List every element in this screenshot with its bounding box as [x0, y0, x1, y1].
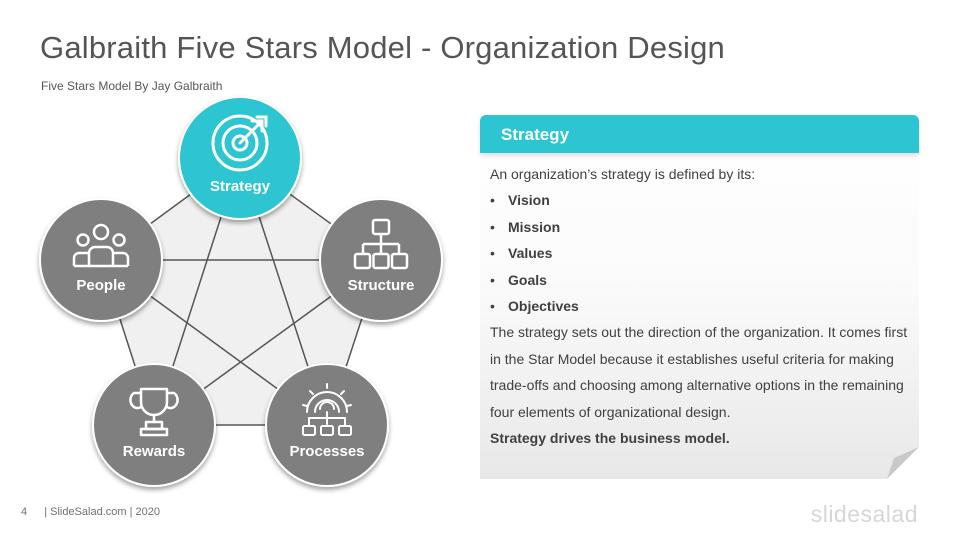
node-label-structure: Structure [348, 277, 415, 294]
footer: 4 | SlideSalad.com | 2020 [21, 506, 160, 518]
panel-body: An organization’s strategy is defined by… [490, 161, 915, 451]
bullet-item: Vision [490, 187, 915, 214]
five-star-diagram: Strategy Structure [39, 96, 443, 487]
slide-title: Galbraith Five Stars Model - Organizatio… [40, 30, 726, 65]
node-structure[interactable]: Structure [319, 198, 443, 322]
panel-conclusion: Strategy drives the business model. [490, 430, 730, 447]
target-icon [211, 114, 269, 172]
node-label-strategy: Strategy [210, 178, 271, 195]
panel-intro: An organization’s strategy is defined by… [490, 166, 756, 182]
gear-network-icon [302, 383, 352, 436]
people-group-icon [72, 223, 130, 268]
page-curl-decoration [887, 447, 919, 479]
node-label-rewards: Rewards [123, 443, 186, 460]
footer-credit: | SlideSalad.com | 2020 [44, 506, 160, 518]
slide-subtitle: Five Stars Model By Jay Galbraith [41, 79, 223, 93]
bullet-item: Objectives [490, 293, 915, 320]
node-rewards[interactable]: Rewards [92, 363, 216, 487]
pentagon-fill [101, 158, 381, 425]
panel-description: The strategy sets out the direction of t… [490, 324, 908, 420]
bullet-item: Mission [490, 214, 915, 241]
node-people[interactable]: People [39, 198, 163, 322]
page-number: 4 [21, 506, 28, 518]
trophy-icon [129, 387, 179, 437]
strategy-panel: Strategy An organization’s strategy is d… [480, 115, 919, 479]
org-chart-icon [353, 218, 409, 270]
brand-logo: slidesalad [810, 501, 918, 527]
panel-header: Strategy [480, 115, 919, 153]
node-processes[interactable]: Processes [265, 363, 389, 487]
bullet-item: Goals [490, 267, 915, 294]
node-label-processes: Processes [289, 443, 364, 460]
node-strategy[interactable]: Strategy [178, 96, 302, 220]
panel-title: Strategy [501, 125, 570, 144]
bullet-list: Vision Mission Values Goals Objectives [490, 187, 915, 319]
node-label-people: People [76, 277, 125, 294]
bullet-item: Values [490, 240, 915, 267]
